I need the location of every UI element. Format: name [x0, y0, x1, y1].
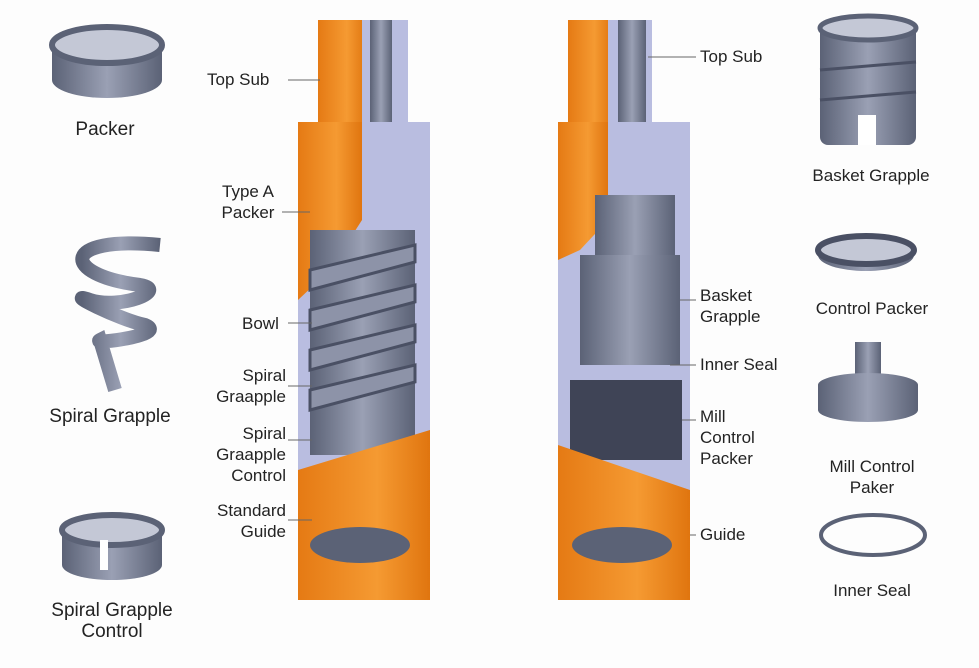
label-spiral-grapple-control: Spiral Graapple Control [216, 424, 286, 485]
part-label-inner-seal: Inner Seal [833, 581, 911, 600]
part-label-spiral-grapple: Spiral Grapple [49, 406, 171, 427]
mill-control-packer-part [818, 342, 918, 422]
spiral-grapple-part [74, 236, 161, 393]
part-label-control-packer: Control Packer [815, 299, 929, 318]
label-guide: Guide [700, 525, 746, 544]
leader-lines [282, 56, 696, 536]
label-basket-grapple: Basket Grapple [700, 286, 761, 326]
control-packer-part [815, 233, 917, 271]
basket-grapple-part [817, 13, 919, 145]
spiral-grapple-control-part [59, 512, 165, 580]
label-top-sub-right: Top Sub [700, 47, 763, 66]
part-label-packer: Packer [75, 119, 135, 140]
label-type-a-packer: Type A Packer [221, 182, 275, 222]
right-overshot-illustration [558, 20, 690, 600]
part-label-spiral-grapple-control: Spiral Grapple Control [51, 600, 173, 642]
part-label-mill-control-paker: Mill Control Paker [829, 457, 915, 497]
label-mill-control-packer: Mill Control Packer [700, 407, 755, 468]
label-spiral-grapple: Spiral Graapple [216, 366, 286, 406]
inner-seal-part [819, 513, 927, 557]
part-label-basket-grapple: Basket Grapple [812, 166, 930, 185]
packer-part [49, 24, 165, 98]
label-standard-guide: Standard Guide [217, 501, 286, 541]
label-inner-seal: Inner Seal [700, 355, 778, 374]
label-bowl: Bowl [242, 314, 279, 333]
label-top-sub: Top Sub [207, 70, 270, 89]
left-overshot-illustration [298, 20, 430, 600]
